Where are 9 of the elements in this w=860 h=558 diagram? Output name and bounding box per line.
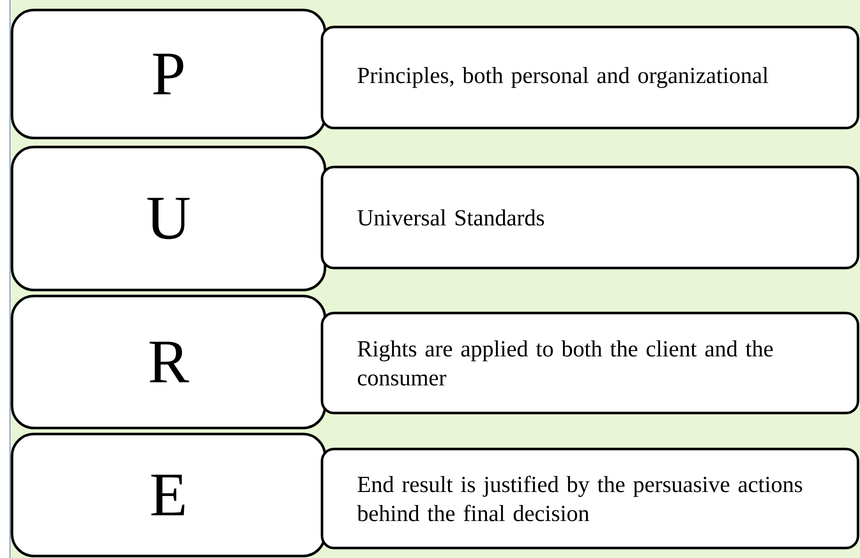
letter-box: E [10, 432, 326, 558]
letter-box: U [10, 146, 326, 292]
description-box: Rights are applied to both the client and the consumer [320, 312, 860, 414]
description-box: End result is justified by the persuasive actions behind the final decision [320, 448, 860, 550]
description-box: Principles, both personal and organizational [320, 26, 860, 130]
node-label: E [151, 474, 184, 516]
description-box: Universal Standards [320, 166, 860, 270]
letter-box: R [10, 294, 326, 430]
letter-box: P [10, 8, 326, 140]
